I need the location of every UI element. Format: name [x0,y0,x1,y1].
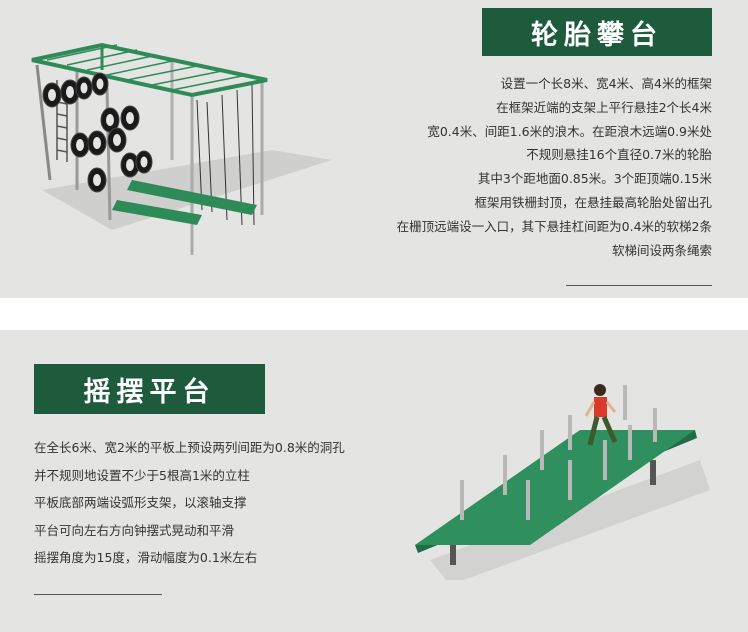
swing-desc-line: 平板底部两端设弧形支架，以滚轴支撑 [34,495,247,510]
swing-desc-line: 在全长6米、宽2米的平板上预设两列间距为0.8米的洞孔 [34,440,345,455]
tire-section-divider [566,285,712,286]
swing-desc-line: 并不规则地设置不少于5根高1米的立柱 [34,467,250,483]
tire-desc-line: 软梯间设两条绳索 [611,242,712,258]
tire-climb-title: 轮胎攀台 [482,8,712,56]
swing-desc-line: 平台可向左右方向钟摆式晃动和平滑 [34,522,235,538]
tire-desc-line: 框架用铁栅封顶，在悬挂最高轮胎处留出孔 [474,194,712,210]
swing-section-divider [34,594,162,595]
swing-desc-line: 摇摆角度为15度，滑动幅度为0.1米左右 [34,550,258,565]
swing-platform-title: 摇摆平台 [34,364,265,414]
swing-platform-panel: 摇摆平台 在全长6米、宽2米的平板上预设两列间距为0.8米的洞孔 并不规则地设置… [0,330,748,632]
tire-climb-panel: 轮胎攀台 设置一个长8米、宽4米、高4米的框架 在框架近端的支架上平行悬挂2个长… [0,0,748,298]
tire-desc-line: 在栅顶远端设一入口，其下悬挂杠间距为0.4米的软梯2条 [396,218,712,234]
tire-climb-frame-illustration [31,42,332,255]
tire-desc-line: 其中3个距地面0.85米。3个距顶端0.15米 [477,171,712,187]
tire-desc-line: 不规则悬挂16个直径0.7米的轮胎 [526,147,712,163]
swing-platform-description: 在全长6米、宽2米的平板上预设两列间距为0.8米的洞孔 并不规则地设置不少于5根… [34,434,345,572]
tire-desc-line: 在框架近端的支架上平行悬挂2个长4米 [496,99,712,115]
tire-climb-description: 设置一个长8米、宽4米、高4米的框架 在框架近端的支架上平行悬挂2个长4米 宽0… [397,72,712,262]
swing-platform-illustration [415,384,710,580]
tire-desc-line: 宽0.4米、间距1.6米的浪木。在距浪木远端0.9米处 [427,123,712,139]
tire-desc-line: 设置一个长8米、宽4米、高4米的框架 [500,76,712,91]
